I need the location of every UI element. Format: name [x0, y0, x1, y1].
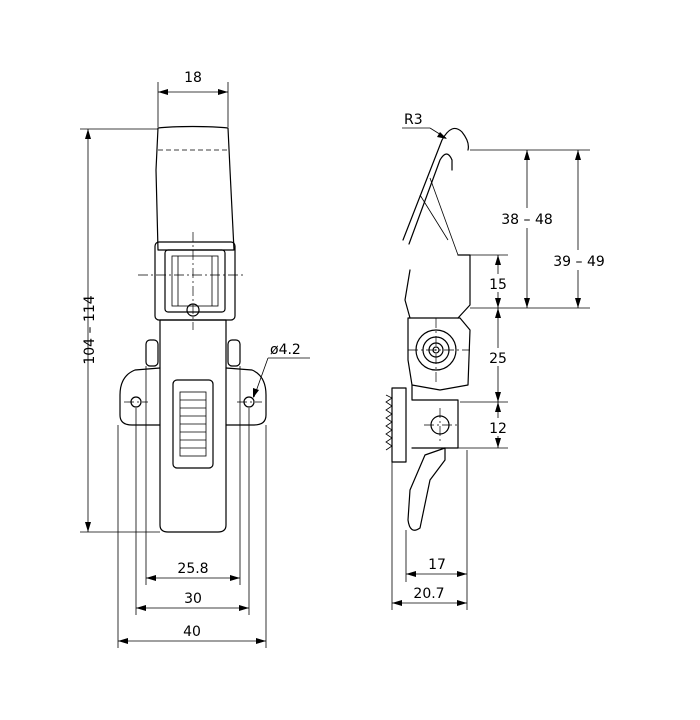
side-hook — [402, 127, 469, 241]
front-view: 18 104 – 114 ø4.2 25.8 30 40 — [80, 70, 310, 648]
dim-upper-segment: 15 — [489, 277, 507, 293]
dim-hook-radius: R3 — [404, 112, 423, 128]
side-view: R3 38 – 48 39 – 49 15 25 12 — [385, 112, 623, 610]
front-keeper-frame — [154, 241, 236, 321]
dim-hook-reach-long: 39 – 49 — [553, 254, 605, 270]
side-lever-tail — [407, 447, 446, 531]
dim-overall-length: 104 – 114 — [82, 295, 98, 364]
dim-lower-segment: 12 — [489, 421, 507, 437]
side-base-grip — [391, 387, 407, 463]
front-hook-strap — [155, 125, 235, 251]
dim-middle-segment: 25 — [489, 351, 507, 367]
dim-side-depth-outer: 20.7 — [413, 586, 444, 602]
front-grip-pad — [172, 379, 214, 469]
dim-hole-spacing-inner: 25.8 — [177, 561, 208, 577]
dim-base-width: 40 — [183, 624, 201, 640]
side-pivot-plate — [407, 317, 471, 391]
dim-hole-diameter: ø4.2 — [270, 342, 301, 358]
front-base-plate — [119, 367, 267, 426]
dim-top-width: 18 — [184, 70, 202, 86]
dim-side-depth-inner: 17 — [428, 557, 446, 573]
dim-hook-reach-short: 38 – 48 — [501, 212, 553, 228]
dim-hole-spacing-outer: 30 — [184, 591, 202, 607]
front-lever — [159, 319, 227, 533]
